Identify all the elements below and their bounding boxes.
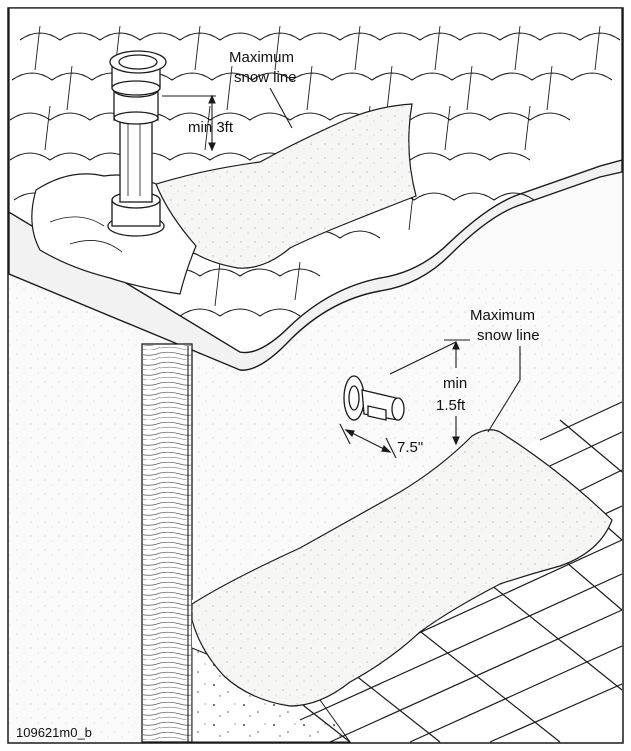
wall-snow-speckle xyxy=(192,429,612,706)
roof-snow-line-label-2: snow line xyxy=(234,69,297,86)
wall-projection-dimension xyxy=(339,423,397,459)
roof-snow-line-label-1: Maximum xyxy=(229,49,294,66)
wall-snow-line-label-1: Maximum xyxy=(470,307,535,324)
wall-clearance-dimension xyxy=(389,339,470,446)
wall-snow-leader xyxy=(487,346,521,433)
roof-clearance-dimension xyxy=(162,94,216,152)
wall-vent-icon xyxy=(343,375,405,421)
roof-snow-leader xyxy=(269,87,293,129)
wall-snow-line-label-2: snow line xyxy=(477,327,540,344)
drawing-code: 109621m0_b xyxy=(16,725,92,740)
wall-clearance-label-2: 1.5ft xyxy=(436,397,466,414)
wall-projection-label: 7.5" xyxy=(397,439,423,456)
wall-clearance-label-1: min xyxy=(443,375,467,392)
wood-post xyxy=(141,343,193,743)
roof-vent-icon xyxy=(107,50,167,237)
roof-snow-speckle xyxy=(149,104,416,269)
roof-clearance-label: min 3ft xyxy=(188,119,234,136)
